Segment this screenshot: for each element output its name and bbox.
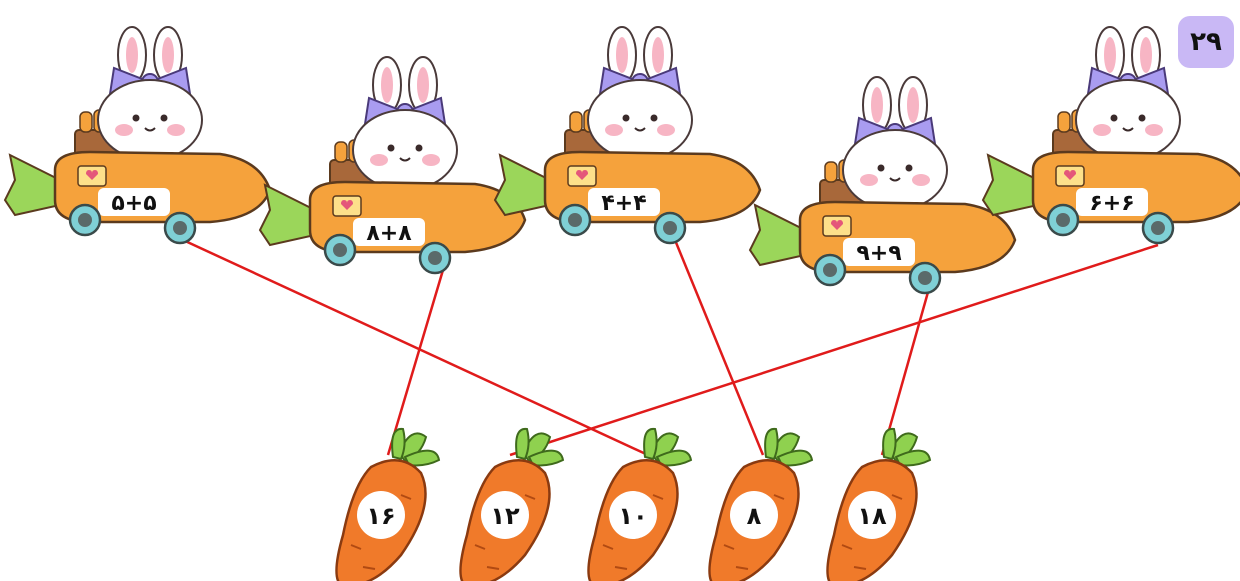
answer-value: ۱۲	[490, 502, 520, 530]
bunny-car-2[interactable]: ۸+۸	[258, 55, 527, 275]
bunny-car-5[interactable]: ۶+۶	[981, 25, 1240, 245]
answer-carrot-1[interactable]: ۱۶	[335, 427, 441, 581]
answer-carrot-5[interactable]: ۱۸	[826, 427, 932, 581]
car-expression: ۶+۶	[1089, 191, 1134, 216]
match-line	[880, 284, 932, 456]
answer-carrot-3[interactable]: ۱۰	[587, 427, 693, 581]
answer-carrot-4[interactable]: ۸	[708, 427, 814, 581]
bunny-car-1[interactable]: ۵+۵	[3, 25, 272, 245]
page-number-badge: ۲۹	[1178, 16, 1234, 68]
match-lines	[182, 238, 1159, 457]
match-line	[509, 243, 1159, 457]
car-expression: ۵+۵	[111, 191, 156, 216]
match-line	[386, 269, 445, 456]
match-line	[673, 239, 765, 456]
answer-value: ۸	[747, 502, 762, 530]
answer-value: ۱۰	[618, 502, 647, 530]
bunny-car-3[interactable]: ۴+۴	[493, 25, 762, 245]
answer-carrot-2[interactable]: ۱۲	[459, 427, 565, 581]
answer-value: ۱۶	[366, 502, 395, 530]
bunny-car-4[interactable]: ۹+۹	[748, 75, 1017, 295]
answer-value: ۱۸	[857, 502, 887, 530]
car-expression: ۹+۹	[856, 241, 901, 266]
match-line	[182, 238, 649, 457]
car-expression: ۸+۸	[366, 221, 412, 246]
car-expression: ۴+۴	[601, 191, 646, 216]
